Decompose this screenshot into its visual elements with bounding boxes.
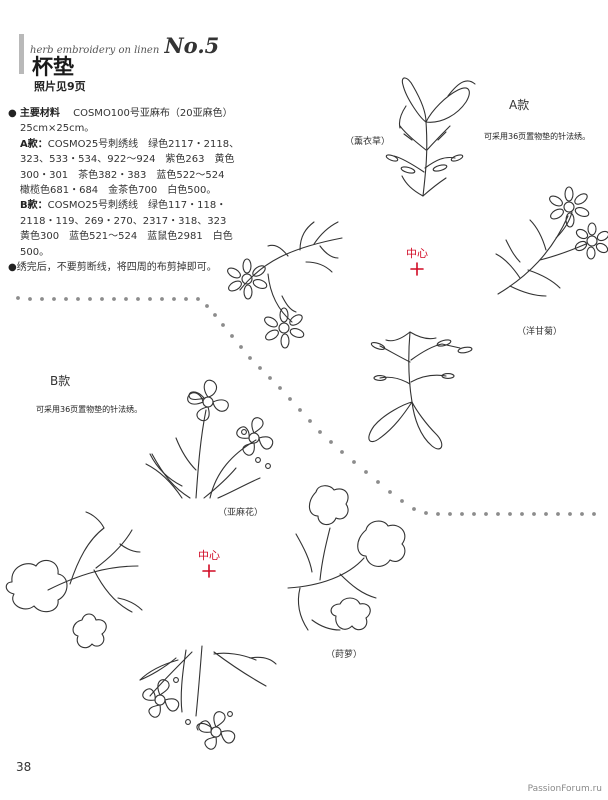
title-accent-bar xyxy=(19,34,24,74)
dill-motif-right xyxy=(287,485,406,631)
lavender-motif-bottom xyxy=(368,331,473,450)
page-number: 38 xyxy=(16,760,32,774)
bullet-icon: ● xyxy=(8,108,17,119)
variant-b-heading: B款 xyxy=(50,374,71,388)
flax-label: （亚麻花） xyxy=(218,508,264,518)
variant-a-threads: COSMO25号刺绣线 绿色2117・2118、323、533・534、922〜… xyxy=(20,138,240,197)
variant-a-heading: A款 xyxy=(509,98,530,112)
chamomile-motif-right xyxy=(495,186,608,297)
chamomile-label: （洋甘菊） xyxy=(517,327,563,337)
bullet-icon: ● xyxy=(8,262,17,274)
series-name: herb embroidery on linen xyxy=(30,45,160,56)
variant-b-note: 可采用36页置物垫的针法绣。 xyxy=(36,405,143,414)
center-mark-a xyxy=(410,262,424,276)
chamomile-motif-left xyxy=(227,221,343,349)
materials-label: 主要材料 xyxy=(19,108,60,119)
center-label-a: 中心 xyxy=(406,247,428,260)
page-title: 杯垫 xyxy=(32,55,74,79)
variant-b-label: B款： xyxy=(20,200,48,212)
series-number: No.5 xyxy=(164,33,220,58)
dotted-divider xyxy=(16,296,596,516)
lavender-motif-top xyxy=(385,77,476,197)
watermark: PassionForum.ru xyxy=(527,784,602,794)
variant-b-threads: COSMO25号刺绣线 绿色117・118・2118・119、269・270、2… xyxy=(20,200,237,258)
variant-a-note: 可采用36页置物垫的针法绣。 xyxy=(484,132,591,141)
materials-text: COSMO100号亚麻布（20亚麻色） xyxy=(73,108,233,119)
series-label: herb embroidery on linen No.5 xyxy=(30,33,219,58)
photo-reference: 照片见9页 xyxy=(34,80,86,93)
center-mark-b xyxy=(202,564,216,578)
flax-motif-top xyxy=(145,379,274,499)
variant-a-label: A款： xyxy=(20,138,48,150)
lavender-label: （薰衣草） xyxy=(345,137,391,147)
finish-text: 绣完后，不要剪断线，将四周的布剪掉即可。 xyxy=(16,262,217,274)
materials-size: 25cm×25cm。 xyxy=(20,123,95,135)
dill-motif-left xyxy=(5,511,143,649)
center-label-b: 中心 xyxy=(198,549,220,562)
flax-motif-bottom xyxy=(139,645,277,750)
dill-label: （莳萝） xyxy=(326,650,363,660)
materials-block: ● 主要材料 COSMO100号亚麻布（20亚麻色） 25cm×25cm。 A款… xyxy=(8,106,244,275)
